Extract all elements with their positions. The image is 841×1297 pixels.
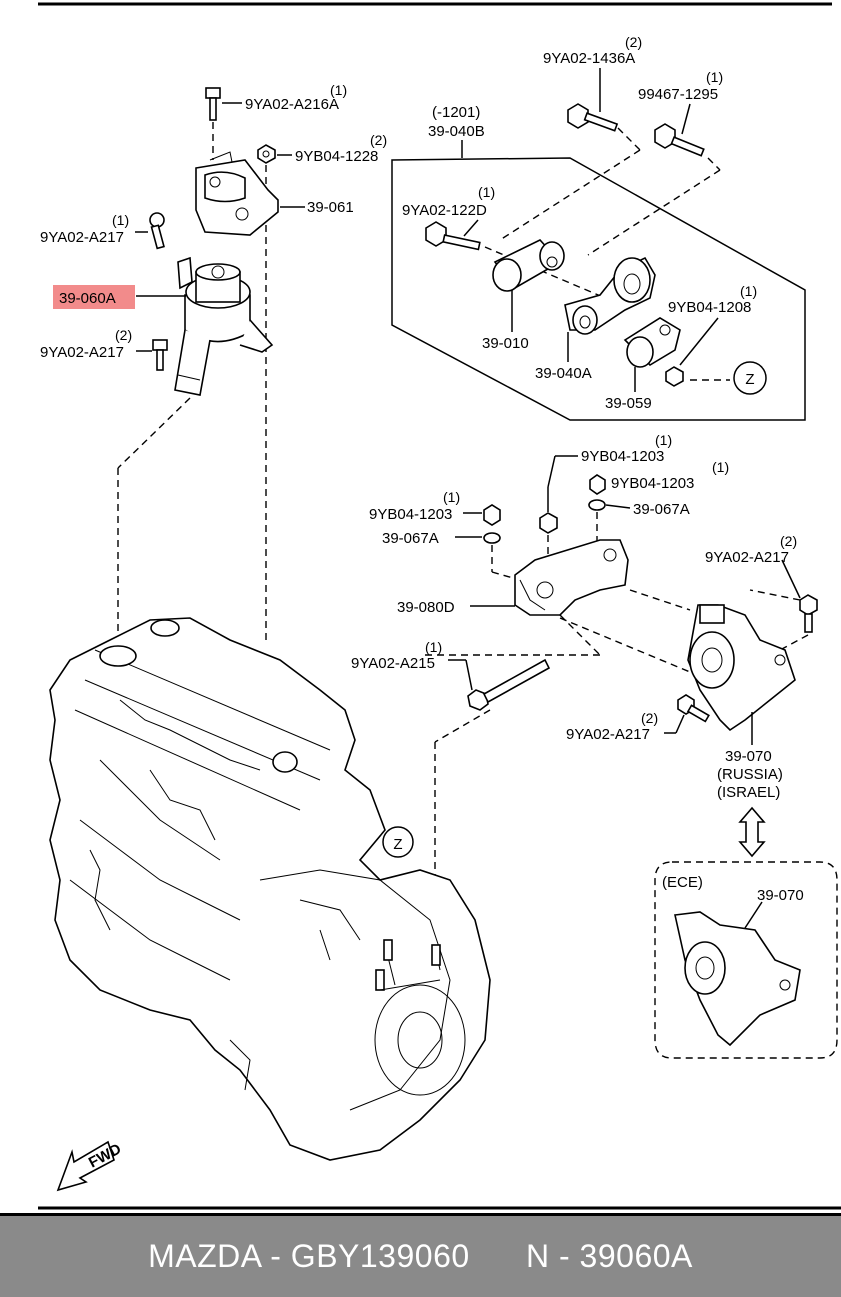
part-number-label: 9YA02-A217 xyxy=(40,229,124,246)
bracket-059-shape xyxy=(623,317,681,368)
bolt-icon xyxy=(152,339,168,371)
nut-icon xyxy=(483,504,501,526)
footer-part-number: MAZDA - GBY139060 N - 39060A xyxy=(148,1238,693,1274)
bracket-080d-group xyxy=(420,455,691,950)
qty-label: (2) xyxy=(625,34,642,50)
part-number-label: 9YA02-A217 xyxy=(40,344,124,361)
part-number-label: 39-080D xyxy=(397,599,455,616)
nut-icon xyxy=(257,144,276,164)
nut-icon xyxy=(539,512,558,534)
bracket-080d-shape xyxy=(514,539,629,616)
bolt-icon xyxy=(425,221,481,251)
highlight-box xyxy=(53,285,135,309)
bolt-icon xyxy=(149,212,165,250)
view-z-label: Z xyxy=(393,836,402,853)
part-number-label: 39-067A xyxy=(633,501,690,518)
part-number-label: 9YA02-122D xyxy=(402,202,487,219)
part-number-label: 9YA02-A217 xyxy=(705,549,789,566)
nut-icon xyxy=(589,474,606,495)
bolt-icon xyxy=(654,123,705,157)
ece-variant-box xyxy=(654,861,838,1059)
bolt-icon xyxy=(467,658,551,711)
mount-060a-shape xyxy=(174,256,274,396)
part-number-label: 39-040B xyxy=(428,123,485,140)
qty-label: (1) xyxy=(443,489,460,505)
bushing-010-shape xyxy=(492,239,565,292)
part-number-label: 39-059 xyxy=(605,395,652,412)
nut-icon xyxy=(665,366,684,387)
mount-070-group xyxy=(654,559,838,1059)
part-number-label: 39-070 xyxy=(757,887,804,904)
qty-label: (2) xyxy=(115,327,132,343)
qty-label: (1) xyxy=(425,639,442,655)
part-number-label: 99467-1295 xyxy=(638,86,718,103)
region-label: (RUSSIA) xyxy=(717,766,783,783)
view-z-label: Z xyxy=(745,371,754,388)
part-number-label: 39-061 xyxy=(307,199,354,216)
note-label: (-1201) xyxy=(432,104,480,121)
torque-rod-assembly: Z xyxy=(391,68,806,421)
region-label: (ISRAEL) xyxy=(717,784,780,801)
part-number-label: 9YA02-A217 xyxy=(566,726,650,743)
part-number-label: 9YB04-1203 xyxy=(581,448,664,465)
qty-label: (1) xyxy=(740,283,757,299)
view-z-marker xyxy=(382,826,414,858)
washer-icon xyxy=(588,499,606,511)
qty-label: (1) xyxy=(655,432,672,448)
engine-mount-diagram: Z xyxy=(38,2,841,1210)
part-number-label: 39-010 xyxy=(482,335,529,352)
assembly-outline xyxy=(391,157,806,421)
ece-title-label: (ECE) xyxy=(662,874,703,891)
bolt-icon xyxy=(567,103,619,132)
part-number-label: 9YB04-1208 xyxy=(668,299,751,316)
bolt-icon xyxy=(799,594,818,633)
qty-label: (2) xyxy=(780,533,797,549)
double-arrow-icon xyxy=(738,806,766,858)
qty-label: (2) xyxy=(641,710,658,726)
qty-label: (1) xyxy=(330,82,347,98)
part-number-label: 9YA02-A215 xyxy=(351,655,435,672)
engine-block-shape xyxy=(49,617,491,1161)
bolt-icon xyxy=(677,694,710,723)
part-number-label: 9YB04-1203 xyxy=(369,506,452,523)
washer-icon xyxy=(483,532,501,544)
part-number-label: 9YA02-A216A xyxy=(245,96,339,113)
qty-label: (2) xyxy=(370,132,387,148)
footer-bar: MAZDA - GBY139060 N - 39060A xyxy=(0,1213,841,1297)
highlighted-part-label: 39-060A xyxy=(59,290,116,307)
fwd-arrow-icon: FWD xyxy=(56,1140,124,1192)
bolt-icon xyxy=(205,87,221,121)
bracket-061-shape xyxy=(195,151,279,236)
part-number-label: 9YB04-1203 xyxy=(611,475,694,492)
qty-label: (1) xyxy=(712,459,729,475)
part-number-label: 39-040A xyxy=(535,365,592,382)
part-number-label: 39-070 xyxy=(725,748,772,765)
view-z-marker xyxy=(733,361,767,395)
part-number-label: 9YB04-1228 xyxy=(295,148,378,165)
part-number-label: 39-067A xyxy=(382,530,439,547)
qty-label: (1) xyxy=(706,69,723,85)
part-labels: (1) 9YA02-A216A (2) 9YB04-1228 39-061 (1… xyxy=(40,34,804,904)
qty-label: (1) xyxy=(112,212,129,228)
torque-rod-040a-shape xyxy=(564,256,656,335)
qty-label: (1) xyxy=(478,184,495,200)
upper-mount-group xyxy=(117,87,305,640)
part-number-label: 9YA02-1436A xyxy=(543,50,635,67)
